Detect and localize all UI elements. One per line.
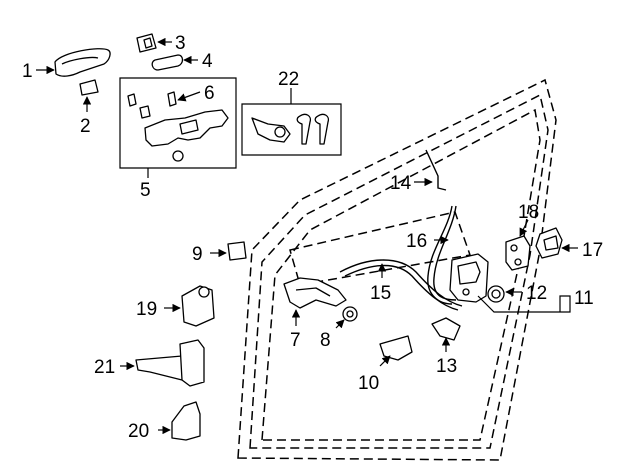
callout-7: 7 xyxy=(290,330,301,351)
callout-18: 18 xyxy=(518,202,539,223)
callout-22: 22 xyxy=(278,69,299,90)
leader-10 xyxy=(379,355,391,367)
part-17-striker: 17 xyxy=(535,227,603,261)
leader-6 xyxy=(177,91,201,102)
part-2-handle-cap: 2 xyxy=(79,79,99,137)
callout-3: 3 xyxy=(175,33,186,54)
part-1-outside-handle: 1 xyxy=(22,48,111,82)
part-14-lock-rod: 14 xyxy=(390,149,447,194)
part-18-striker-plate: 18 xyxy=(505,202,539,271)
part-21-door-check: 21 xyxy=(94,339,205,387)
part-15-16-cables: 15 16 xyxy=(339,205,463,311)
leader-18 xyxy=(519,219,529,237)
callout-14: 14 xyxy=(390,173,412,194)
leader-11 xyxy=(477,295,571,313)
leader-8 xyxy=(335,319,345,329)
part-13-guard: 13 xyxy=(431,317,461,377)
door-outline xyxy=(237,78,557,461)
callout-12: 12 xyxy=(526,283,547,304)
callout-21: 21 xyxy=(94,357,115,378)
part-20-hinge: 20 xyxy=(128,401,201,442)
part-9-clip: 9 xyxy=(192,241,247,265)
part-11-door-lock-assembly: 12 11 xyxy=(449,253,594,313)
part-4-handle-pad: 4 xyxy=(151,51,213,72)
part-3-cylinder-cap: 3 xyxy=(136,33,186,54)
callout-15: 15 xyxy=(370,283,391,304)
callout-10: 10 xyxy=(358,373,379,394)
callout-20: 20 xyxy=(128,421,149,442)
callout-17: 17 xyxy=(582,240,603,261)
callout-6: 6 xyxy=(204,83,215,104)
part-22-key-cylinder-set: 22 xyxy=(241,69,342,156)
callout-2: 2 xyxy=(80,116,91,137)
callout-11: 11 xyxy=(574,288,594,309)
callout-8: 8 xyxy=(320,330,331,351)
callout-5: 5 xyxy=(140,180,151,201)
callout-9: 9 xyxy=(192,244,203,265)
part-8-grommet: 8 xyxy=(320,306,358,351)
callout-4: 4 xyxy=(202,51,213,72)
part-5-handle-frame-box: 5 6 xyxy=(119,77,237,201)
callout-13: 13 xyxy=(436,356,457,377)
part-10-cover: 10 xyxy=(358,335,413,394)
callout-1: 1 xyxy=(22,61,33,82)
callout-16: 16 xyxy=(406,231,427,252)
part-7-inside-handle: 7 xyxy=(283,277,347,351)
part-19-bracket: 19 xyxy=(136,285,215,327)
callout-19: 19 xyxy=(136,299,157,320)
